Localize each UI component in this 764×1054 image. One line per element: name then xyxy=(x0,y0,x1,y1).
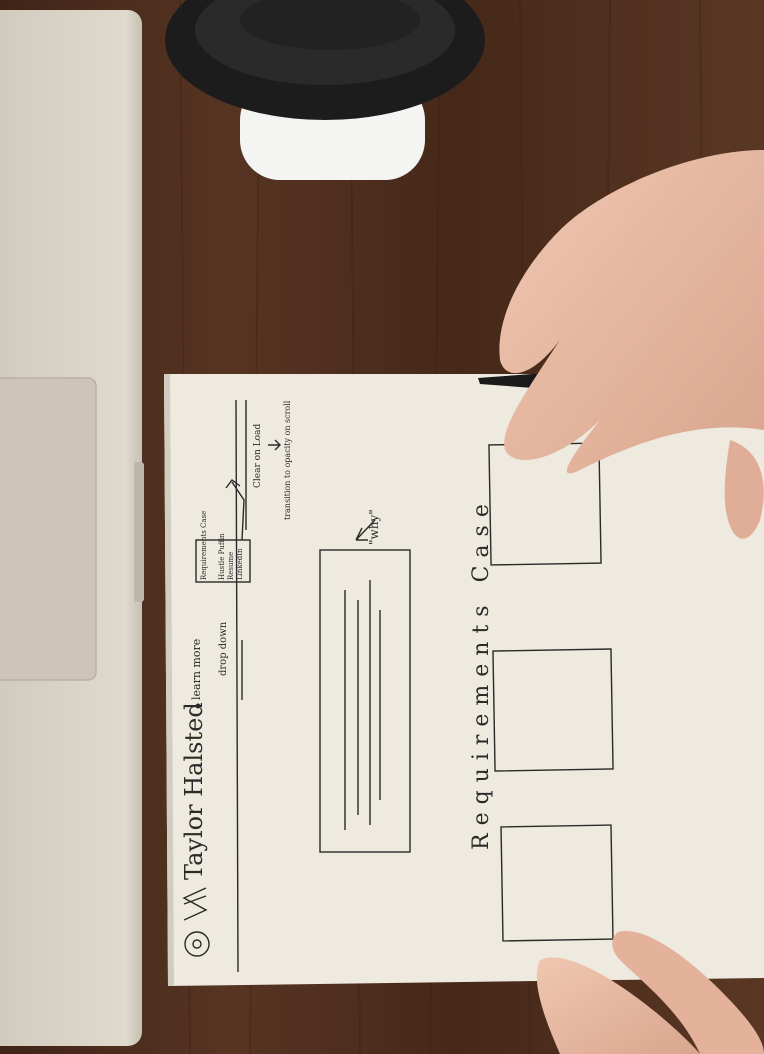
trackpad xyxy=(0,377,97,681)
why-note: "why" xyxy=(367,509,381,545)
text-block-placeholder xyxy=(319,549,411,853)
case-box-2 xyxy=(492,648,614,772)
text-block-lines xyxy=(344,580,381,830)
note-arrow xyxy=(231,481,245,541)
dropdown-item-4: LinkedIn xyxy=(236,548,244,580)
case-box-3 xyxy=(500,824,614,942)
dropdown-box xyxy=(195,539,251,583)
laptop xyxy=(0,10,144,1046)
logo-scribble xyxy=(182,887,208,921)
name-dot xyxy=(195,703,201,709)
dropdown-item-3: Resume xyxy=(227,552,235,580)
note-clear-on-load: Clear on Load xyxy=(253,424,263,488)
right-hand xyxy=(499,150,764,539)
learn-more-link: learn more xyxy=(190,639,203,700)
laptop-hinge-notch xyxy=(134,462,144,602)
note-transition: transition to opacity on scroll xyxy=(283,400,292,520)
left-hand xyxy=(536,930,764,1054)
header-name: Taylor Halsted xyxy=(180,702,208,880)
dropdown-item-1: Requirements Case xyxy=(200,511,208,580)
section-title: Requirements Case xyxy=(469,496,494,850)
paper-shadow xyxy=(164,374,174,986)
dropdown-item-2: Hustle Puffin xyxy=(218,533,226,580)
coffee-cup xyxy=(165,0,485,180)
nav-line xyxy=(235,399,239,973)
logo-circle-icon xyxy=(184,931,210,957)
drop-down-label: drop down xyxy=(218,621,229,676)
sketch xyxy=(182,399,614,973)
paper-sheet xyxy=(164,374,764,986)
